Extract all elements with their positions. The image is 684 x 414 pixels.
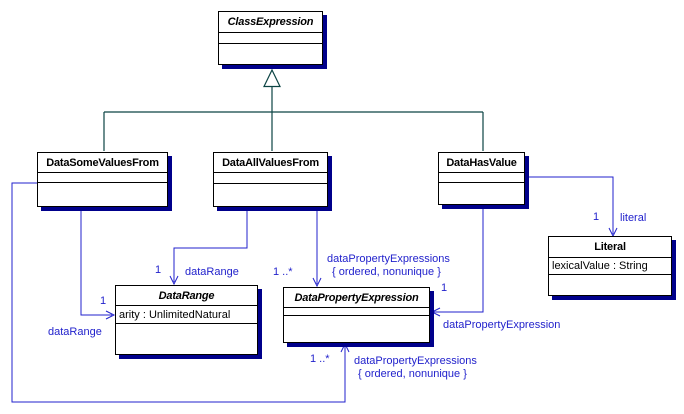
assoc-some-to-datarange-arrowhead-icon	[105, 310, 116, 320]
attributes-compartment	[38, 173, 167, 183]
role-label: dataPropertyExpression	[443, 319, 561, 331]
class-name-data-has-value: DataHasValue	[439, 153, 524, 173]
role-label: dataPropertyExpressions	[327, 253, 450, 265]
class-box-literal: Literal lexicalValue : String	[548, 236, 672, 296]
role-label: dataRange	[48, 326, 102, 338]
class-box-data-has-value: DataHasValue	[438, 152, 525, 205]
attributes-compartment: lexicalValue : String	[549, 258, 671, 275]
constraint-label: { ordered, nonunique }	[332, 266, 441, 278]
constraint-label: { ordered, nonunique }	[358, 368, 467, 380]
class-name-data-property-expression: DataPropertyExpression	[284, 288, 429, 308]
assoc-some-to-dpe-arrowhead-icon	[340, 342, 350, 353]
multiplicity-label: 1	[441, 282, 448, 294]
multiplicity-label: 1 ..*	[310, 353, 330, 365]
attribute-lexical-value: lexicalValue : String	[552, 260, 648, 272]
assoc-has-to-dpe-arrowhead-icon	[430, 307, 441, 317]
assoc-has-to-dpe-line	[434, 206, 484, 313]
attributes-compartment	[219, 33, 322, 44]
role-label: dataPropertyExpressions	[354, 355, 477, 367]
operations-compartment	[219, 44, 322, 64]
assoc-has-to-literal-line	[525, 176, 614, 234]
class-name-class-expression: ClassExpression	[219, 12, 322, 33]
class-name-data-all-values-from: DataAllValuesFrom	[214, 153, 327, 173]
attributes-compartment	[214, 173, 327, 184]
assoc-some-to-dpe-line	[11, 182, 346, 403]
multiplicity-label: 1 ..*	[273, 266, 293, 278]
assoc-all-to-datarange-arrowhead-icon	[169, 275, 179, 286]
generalization-arrowhead-icon	[263, 68, 281, 88]
multiplicity-label: 1	[100, 295, 107, 307]
assoc-all-to-datarange-line	[173, 207, 248, 282]
class-name-data-range: DataRange	[116, 286, 257, 306]
class-box-data-property-expression: DataPropertyExpression	[283, 287, 430, 343]
operations-compartment	[439, 183, 524, 204]
attributes-compartment	[439, 173, 524, 183]
assoc-all-to-dpe-arrowhead-icon	[312, 277, 322, 288]
operations-compartment	[116, 324, 257, 354]
class-box-data-range: DataRange arity : UnlimitedNatural	[115, 285, 258, 355]
attributes-compartment	[284, 308, 429, 316]
attribute-arity: arity : UnlimitedNatural	[119, 308, 231, 321]
operations-compartment	[549, 275, 671, 295]
multiplicity-label: 1	[593, 211, 600, 223]
class-name-data-some-values-from: DataSomeValuesFrom	[38, 153, 167, 173]
class-name-literal: Literal	[549, 237, 671, 258]
assoc-some-to-datarange-line	[80, 207, 112, 316]
role-label: dataRange	[185, 266, 239, 278]
class-box-data-all-values-from: DataAllValuesFrom	[213, 152, 328, 207]
operations-compartment	[38, 183, 167, 206]
operations-compartment	[214, 184, 327, 206]
attributes-compartment: arity : UnlimitedNatural	[116, 306, 257, 324]
multiplicity-label: 1	[155, 264, 162, 276]
generalization-tree-line	[103, 87, 484, 151]
role-label: literal	[620, 212, 647, 224]
operations-compartment	[284, 316, 429, 342]
class-box-data-some-values-from: DataSomeValuesFrom	[37, 152, 168, 207]
class-box-class-expression: ClassExpression	[218, 11, 323, 65]
